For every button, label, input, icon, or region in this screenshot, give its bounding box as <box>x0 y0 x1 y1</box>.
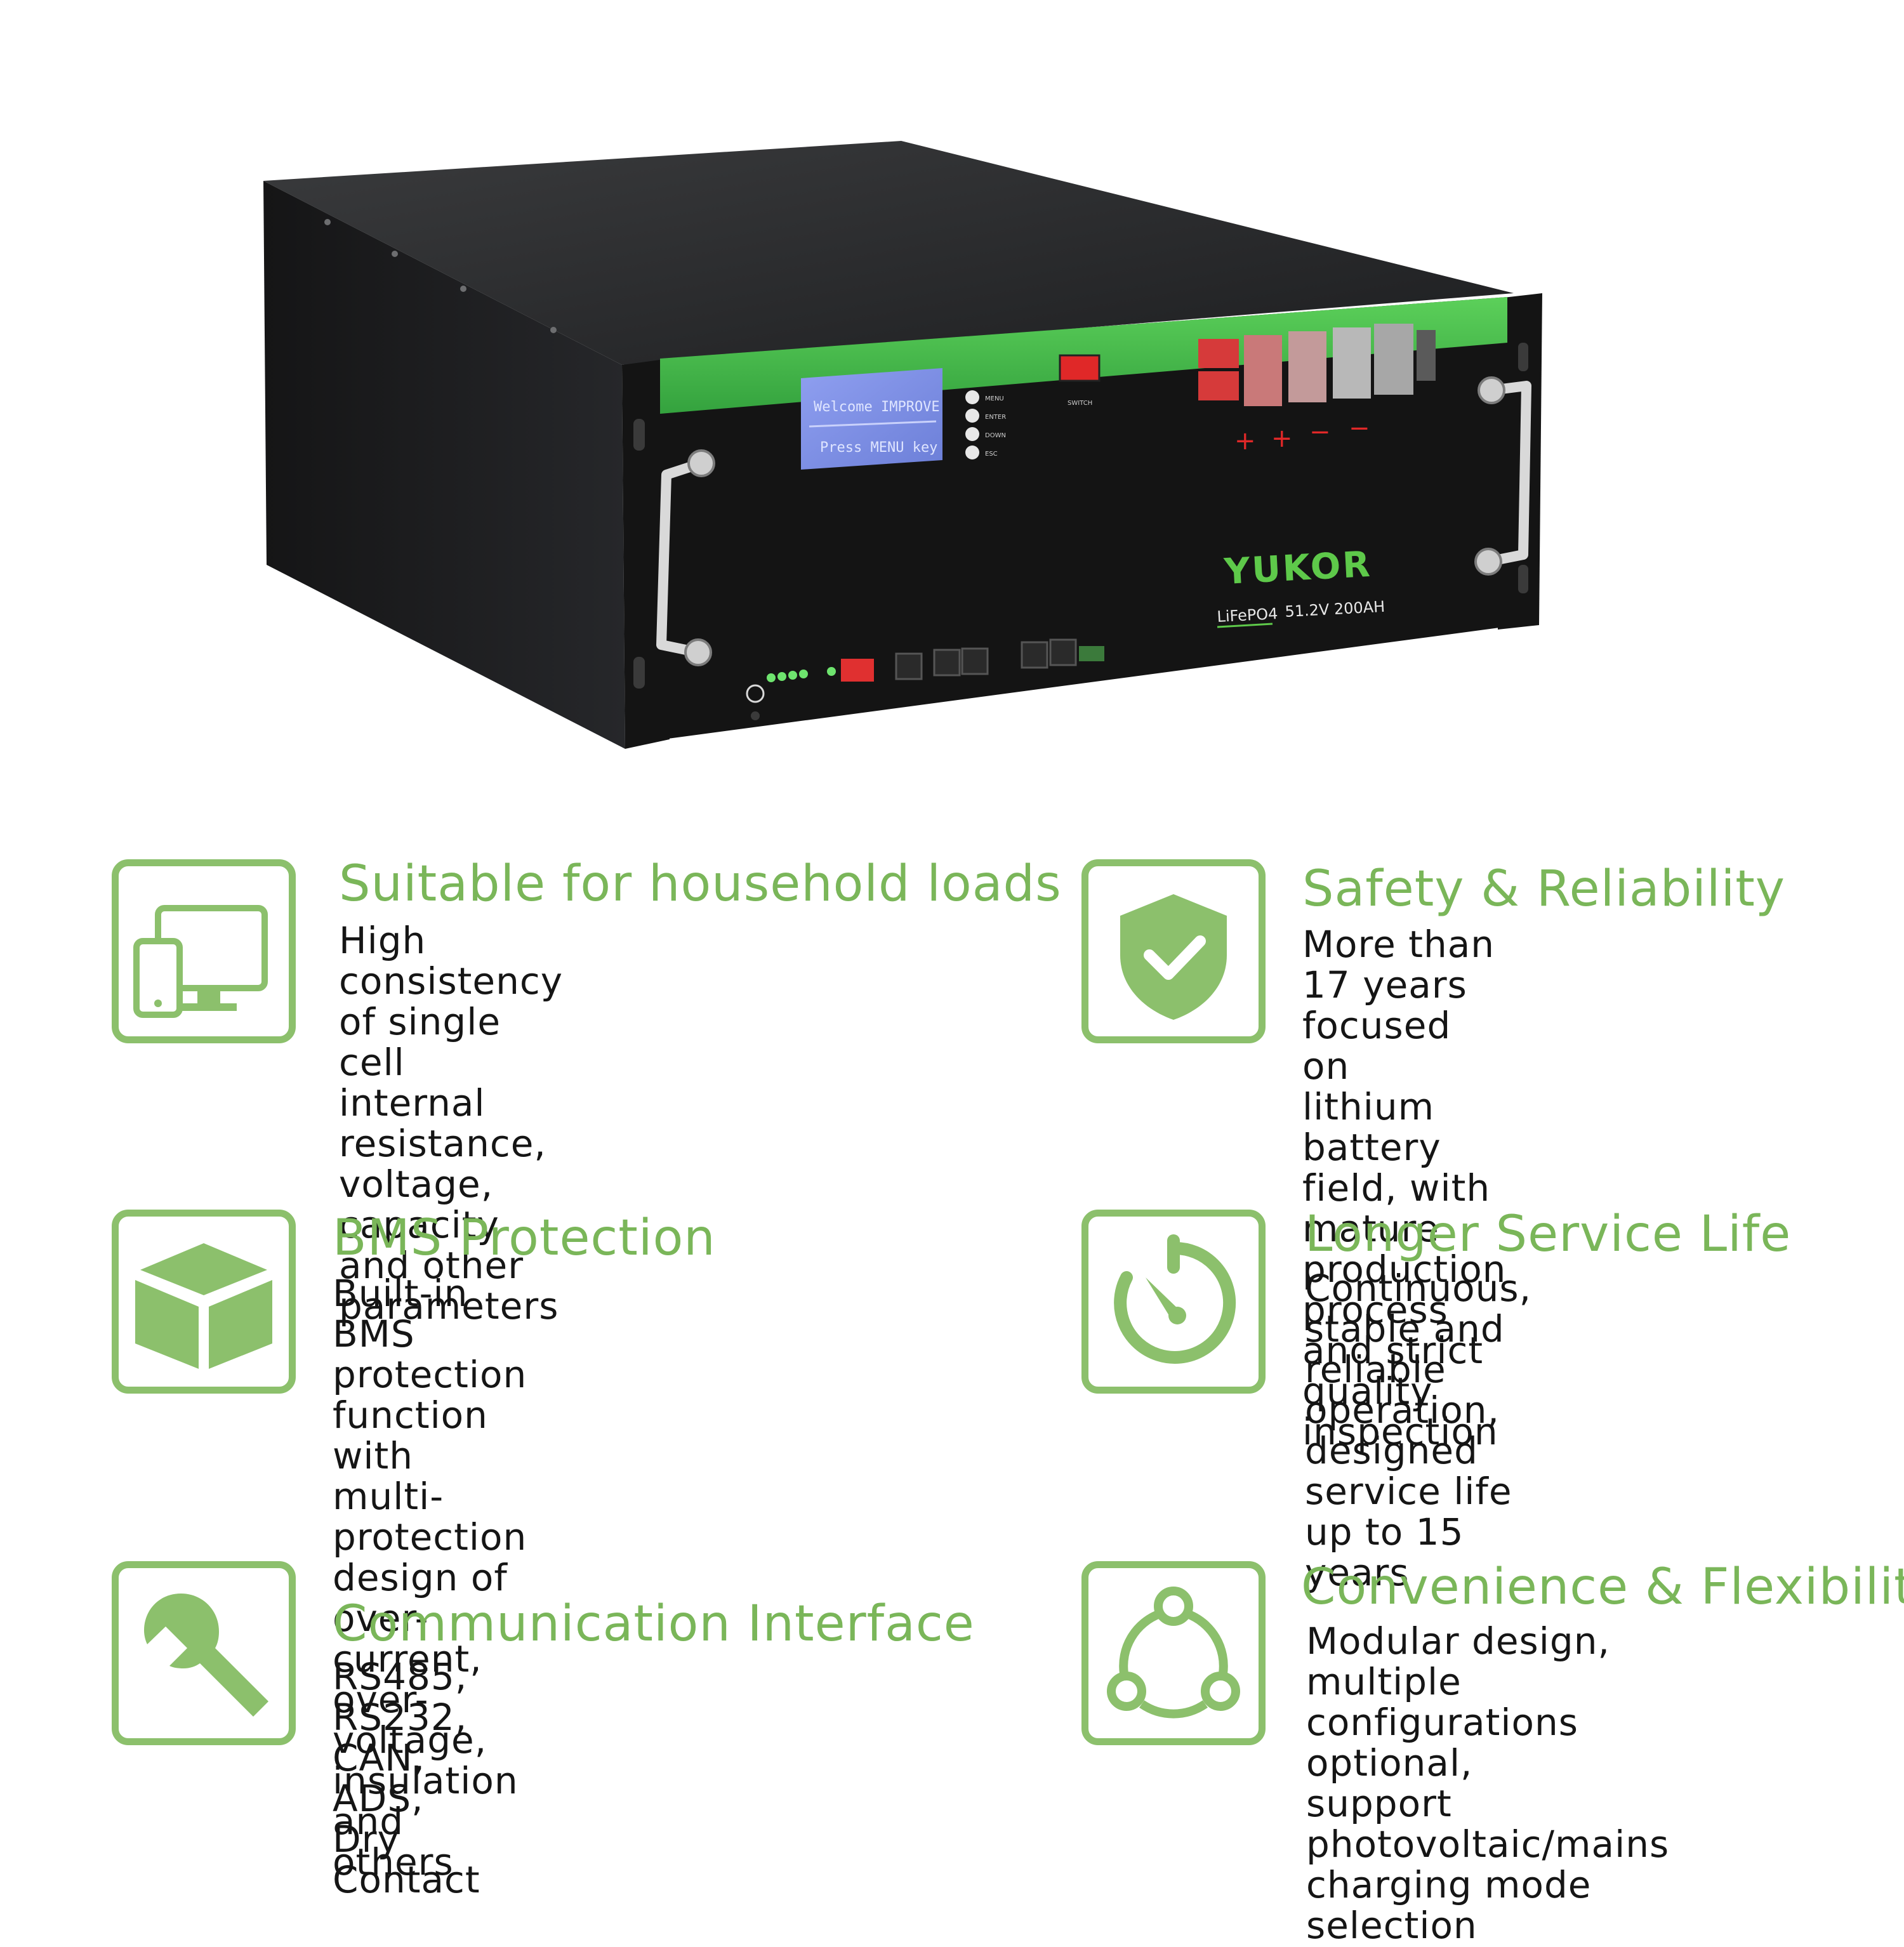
brand-logo: YUKOR <box>1222 544 1373 593</box>
lcd-line2: Press MENU key <box>820 440 937 456</box>
feature-title-household: Suitable for household loads <box>339 855 1062 913</box>
feature-title-safety: Safety & Reliability <box>1302 861 1785 918</box>
terminal-sign-3: − <box>1309 418 1331 447</box>
wrench-icon <box>112 1561 296 1745</box>
feature-desc-household: High consistency of single cell internal… <box>339 919 564 1328</box>
feature-title-convenience: Convenience & Flexibility <box>1301 1559 1904 1616</box>
button-label-esc: ESC <box>985 451 998 458</box>
button-label-down: DOWN <box>985 432 1006 439</box>
handle-right-icon[interactable] <box>1487 381 1531 567</box>
chemistry-label: LiFePO4 <box>1217 605 1278 626</box>
battery-side <box>263 181 625 749</box>
shield-check-icon <box>1081 859 1266 1043</box>
timer-icon <box>1081 1210 1266 1394</box>
handle-left-icon[interactable] <box>656 458 703 657</box>
cube-icon <box>112 1210 296 1394</box>
terminal-sign-2: + <box>1271 424 1293 453</box>
interface-ports[interactable] <box>746 638 1104 720</box>
menu-button[interactable] <box>965 390 979 404</box>
esc-button[interactable] <box>965 446 979 459</box>
power-switch[interactable] <box>1059 354 1101 382</box>
rack-ear-left <box>622 359 670 749</box>
enter-button[interactable] <box>965 409 979 423</box>
feature-title-bms: BMS Protection <box>333 1210 716 1267</box>
lcd-line1: Welcome IMPROVE <box>814 399 940 415</box>
battery-product-image: Welcome IMPROVE Press MENU key MENU ENTE… <box>263 141 1542 749</box>
power-terminals[interactable] <box>1198 324 1436 406</box>
button-label-enter: ENTER <box>985 414 1006 421</box>
feature-desc-service-life: Continuous, stable and reliable operatio… <box>1305 1267 1532 1594</box>
battery-top <box>263 141 1514 365</box>
switch-label: SWITCH <box>1068 400 1092 407</box>
feature-desc-safety: More than 17 years focused on lithium ba… <box>1302 923 1507 1453</box>
feature-desc-communication: RS485, RS232, CAN, ADS, Dry Contact <box>333 1655 480 1901</box>
button-label-menu: MENU <box>985 395 1004 402</box>
feature-desc-convenience: Modular design, multiple configurations … <box>1306 1620 1670 1947</box>
feature-title-communication: Communication Interface <box>333 1595 975 1653</box>
feature-desc-bms: Built-in BMS protection function with mu… <box>333 1272 527 1884</box>
devices-icon <box>112 859 296 1043</box>
down-button[interactable] <box>965 427 979 441</box>
feature-title-service-life: Longer Service Life <box>1305 1206 1792 1263</box>
terminal-sign-4: − <box>1349 414 1370 443</box>
share-cycle-icon <box>1081 1561 1266 1745</box>
terminal-sign-1: + <box>1234 426 1256 456</box>
lcd-screen <box>801 368 942 470</box>
